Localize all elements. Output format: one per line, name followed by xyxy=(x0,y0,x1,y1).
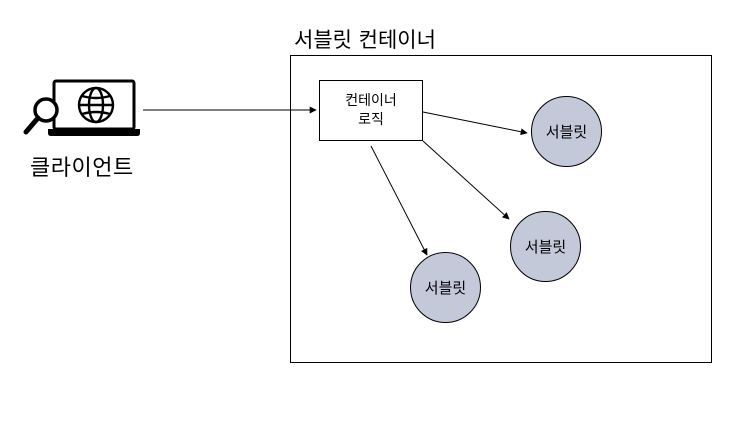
container-logic-line-1: 컨테이너 xyxy=(345,92,397,109)
servlet-label: 서블릿 xyxy=(545,123,588,141)
container-logic-box: 컨테이너 로직 xyxy=(319,80,423,141)
servlet-container-box xyxy=(290,55,712,363)
magnifier-icon xyxy=(23,97,59,135)
servlet-node-2: 서블릿 xyxy=(510,211,581,282)
servlet-label: 서블릿 xyxy=(524,238,567,256)
container-logic-line-2: 로직 xyxy=(358,111,384,128)
client-label: 클라이언트 xyxy=(30,156,134,181)
servlet-node-1: 서블릿 xyxy=(531,96,602,167)
laptop-globe-magnifier-icon xyxy=(23,79,140,136)
servlet-label: 서블릿 xyxy=(424,279,467,297)
globe-icon xyxy=(77,86,115,124)
servlet-node-3: 서블릿 xyxy=(410,252,481,323)
servlet-container-title: 서블릿 컨테이너 xyxy=(294,28,436,52)
